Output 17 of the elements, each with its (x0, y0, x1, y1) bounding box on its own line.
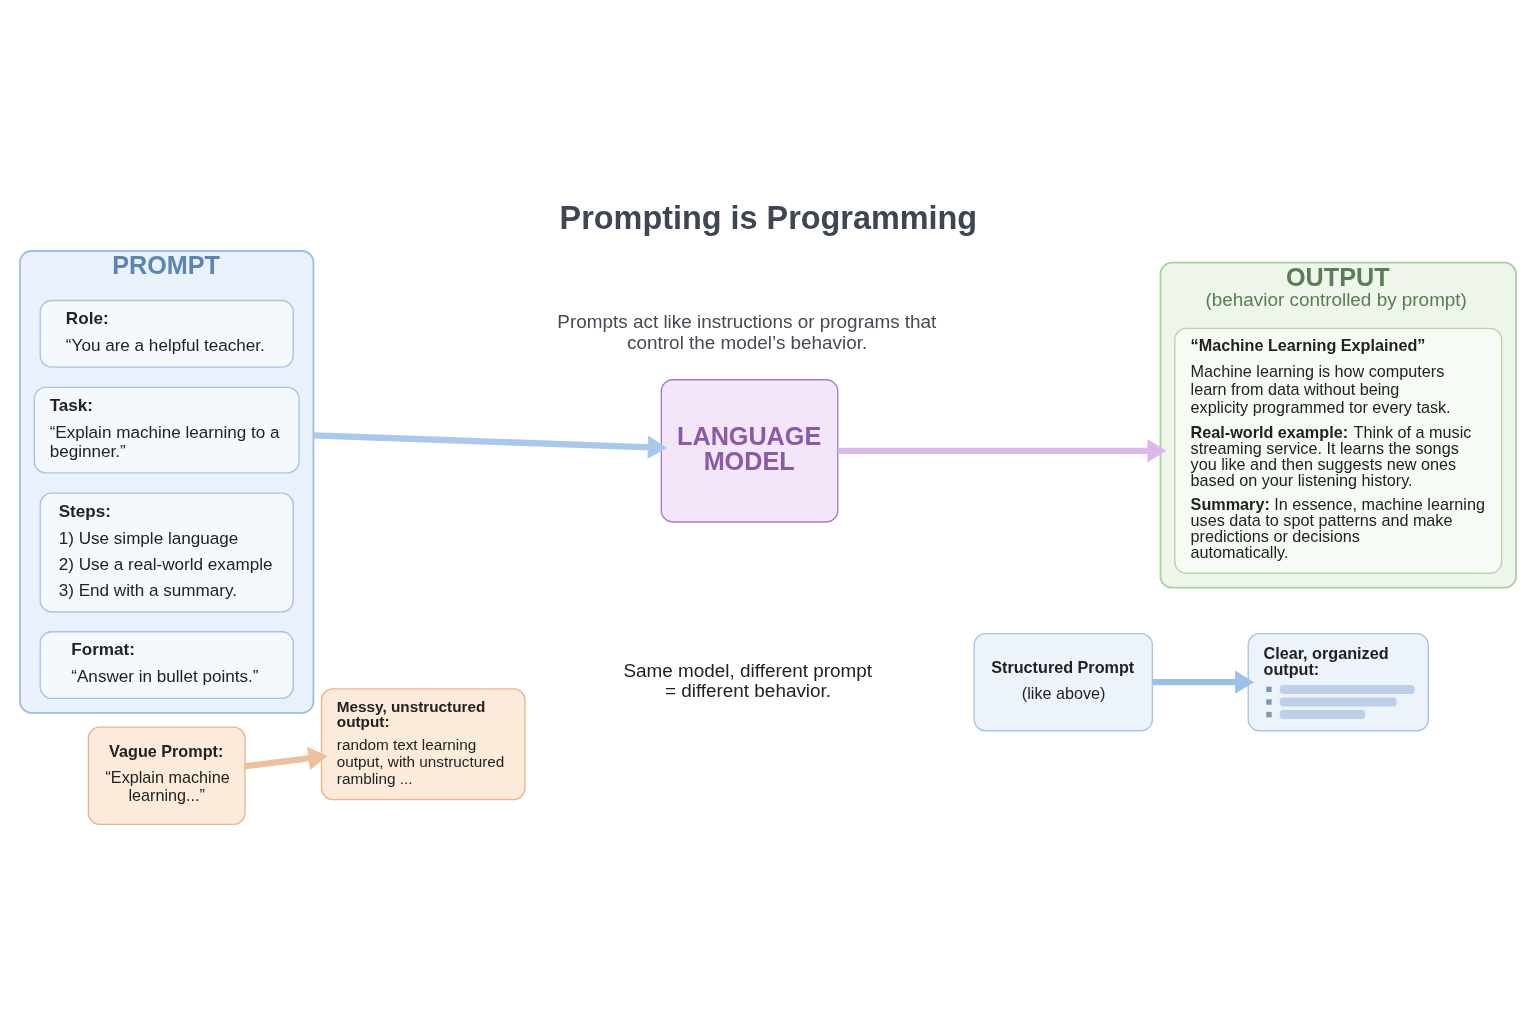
node-box: Format: “Answer in bullet points.” (39, 630, 294, 699)
arrow (838, 438, 1167, 463)
node-box: Vague Prompt: “Explain machine learning...” (87, 726, 246, 825)
label: Same model, different prompt = different behavior. (623, 659, 873, 701)
node-box: “Machine Learning Explained” Machine learning is how computers learn from data without being explicity programmed tor every task. Real-world example: Think of a music streaming service. It learns the songs you like and then suggests new ones based on your listening history. Summary: In essence, machine learning uses data to spot patterns and make predictions or decisions automatically. (1174, 327, 1503, 574)
node-box: Steps: 1) Use simple language 2) Use a real-world example 3) End with a summary. (39, 491, 294, 613)
label: Prompts act like instructions or programs that control the model’s behavior. (557, 310, 937, 353)
arrow (244, 746, 328, 770)
node-box: Messy, unstructured output: random text learning output, with unstructured rambling ... (320, 687, 526, 800)
node-box: Task: “Explain machine learning to a beginner.” (33, 386, 300, 474)
node-box: Clear, organized output: (1247, 632, 1429, 731)
arrow (313, 431, 667, 459)
diagram-title: Prompting is Programming (559, 199, 978, 236)
arrow (1152, 670, 1255, 694)
node-box: LANGUAGE MODEL (660, 378, 839, 523)
node-box: Role: “You are a helpful teacher. (39, 299, 294, 368)
node-box: Structured Prompt (like above) (973, 632, 1154, 731)
